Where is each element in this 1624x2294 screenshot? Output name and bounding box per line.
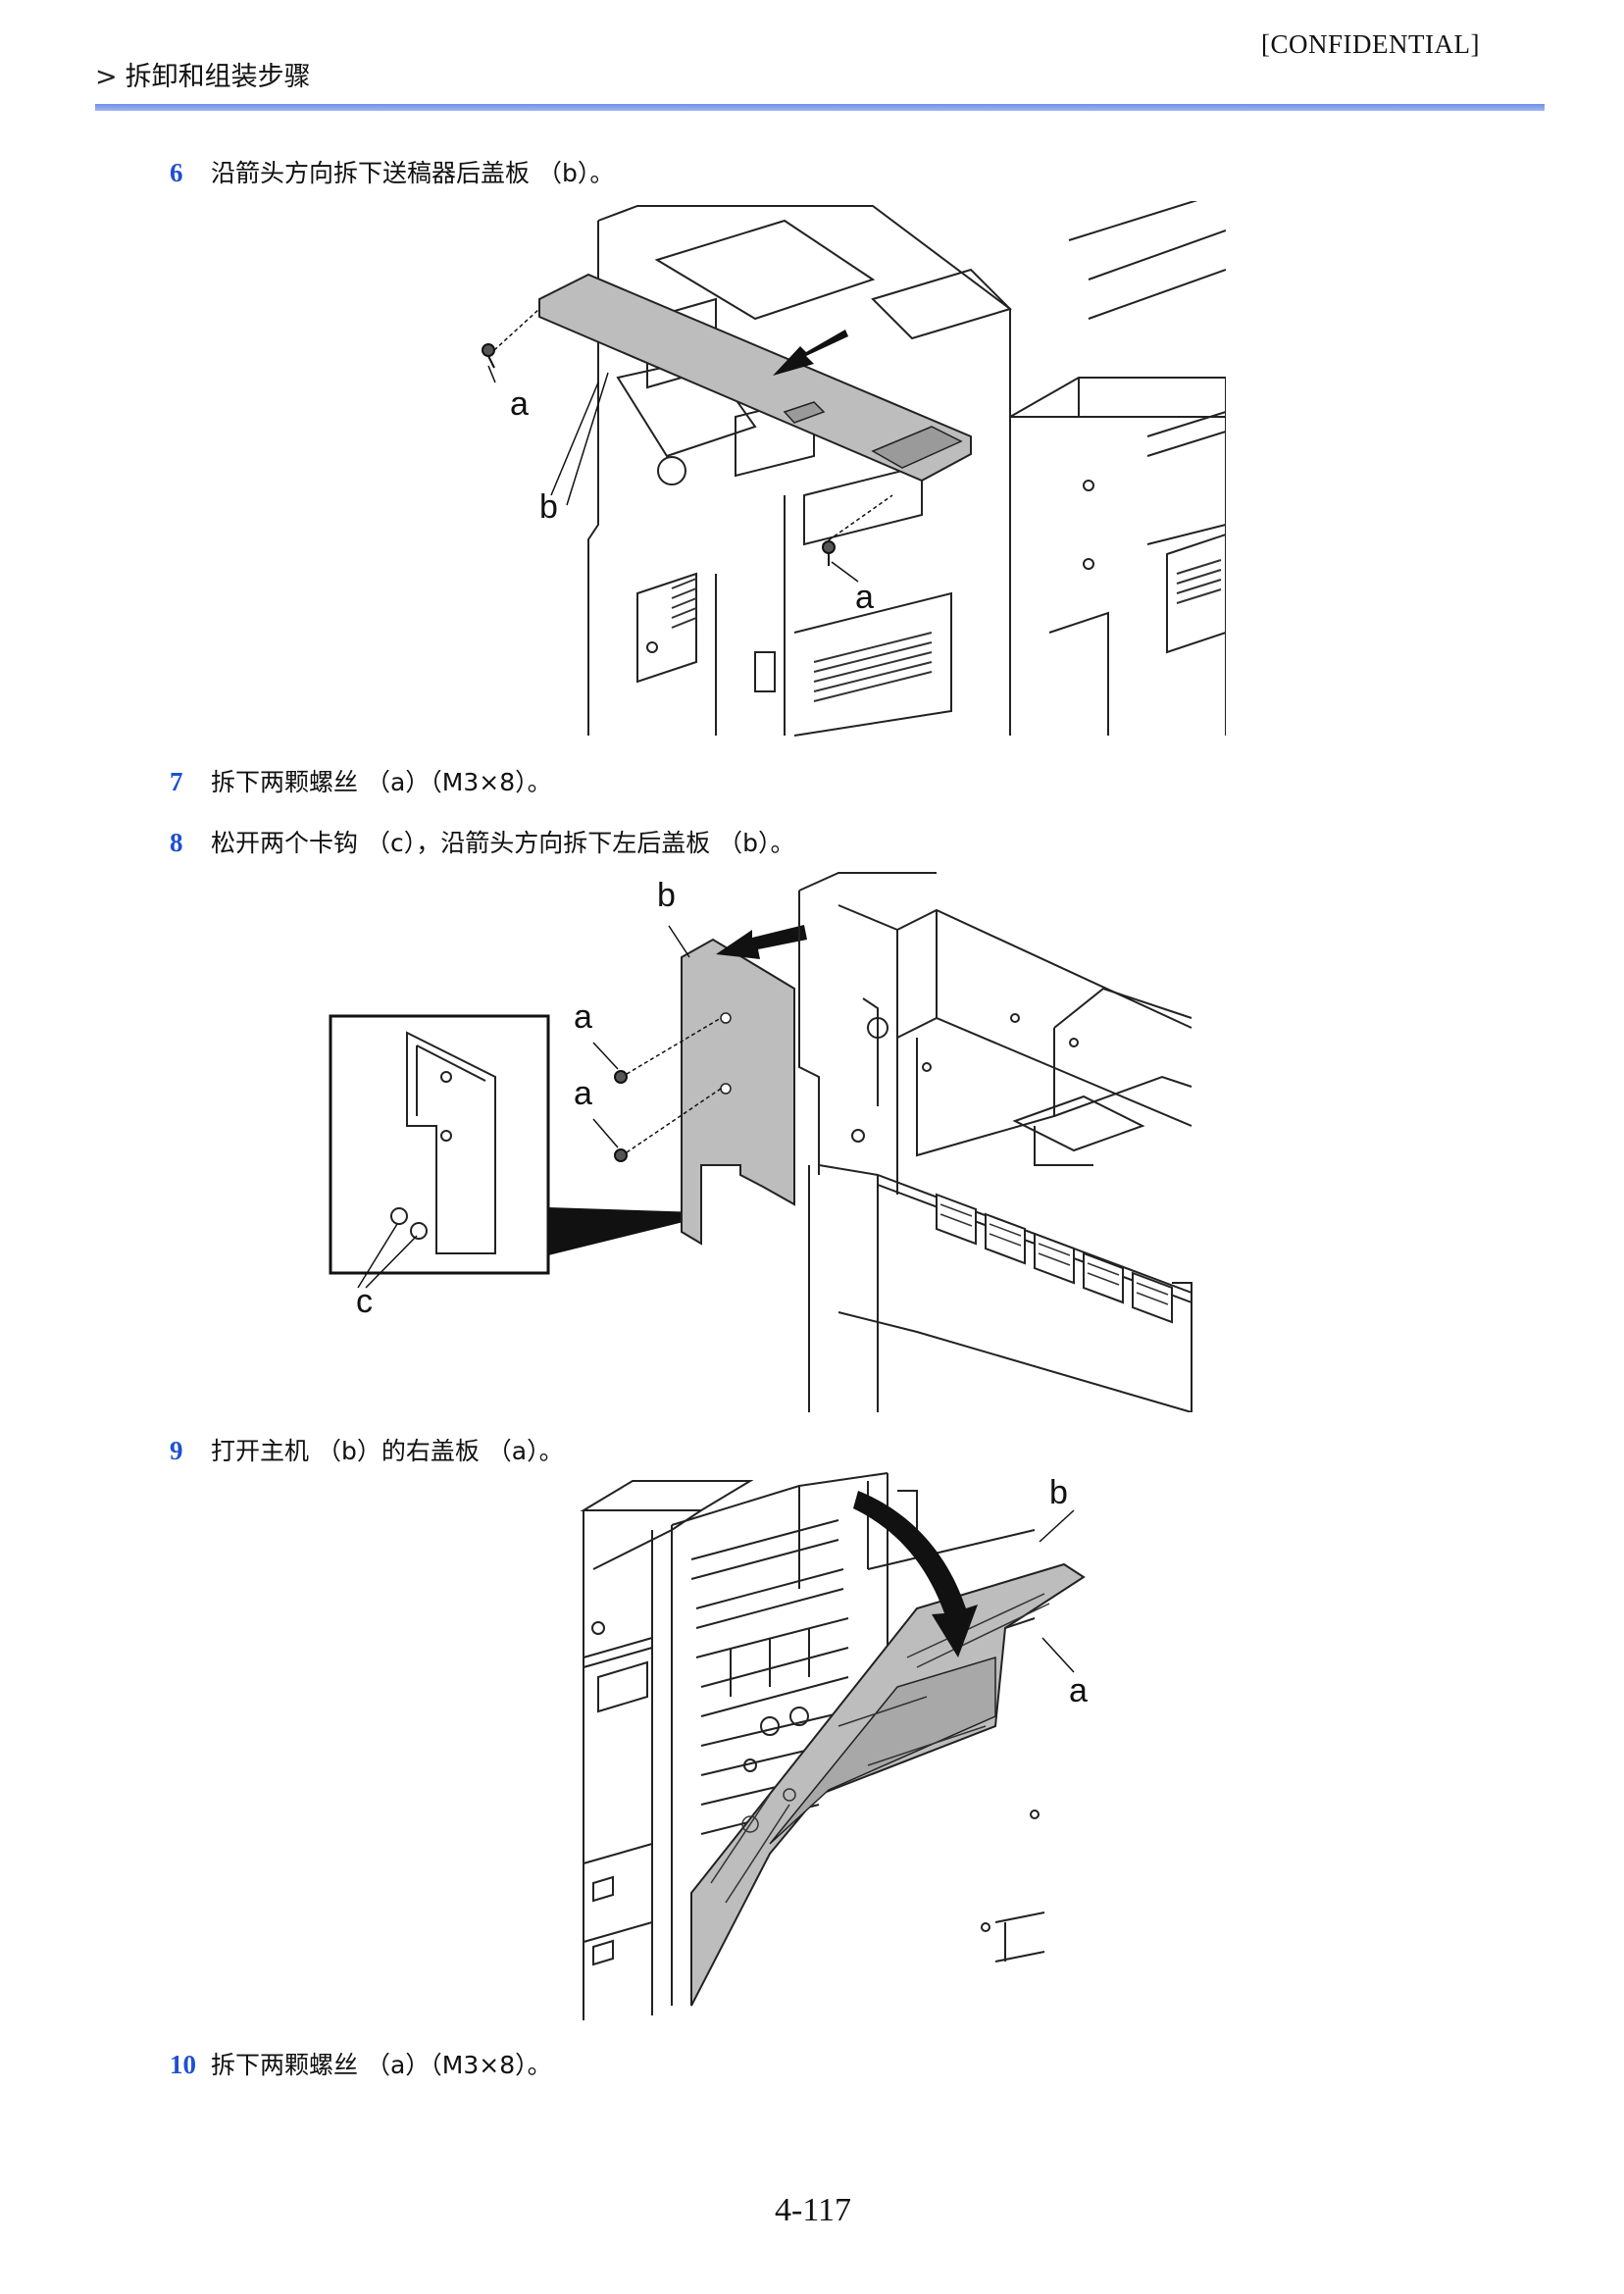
confidential-mark: [CONFIDENTIAL] (1261, 29, 1480, 59)
figure-2-drawing: c b a a (329, 872, 1193, 1412)
step-9: 9 打开主机 （b）的右盖板 （a）。 (170, 1432, 564, 1467)
step-number: 7 (170, 767, 183, 796)
step-number: 8 (170, 828, 183, 857)
label-b-cover: b (539, 488, 558, 526)
breadcrumb-arrow: > (95, 62, 118, 92)
label-a-screw-upper: a (574, 998, 592, 1036)
label-a-screw-lower: a (574, 1075, 592, 1112)
step-8: 8 松开两个卡钩 （c），沿箭头方向拆下左后盖板 （b）。 (170, 824, 795, 859)
step-7: 7 拆下两颗螺丝 （a）（M3×8）。 (170, 763, 552, 798)
step-number: 10 (170, 2050, 196, 2079)
figure-3-drawing: b a (580, 1472, 1088, 2020)
header-divider (95, 104, 1545, 111)
section-title: 拆卸和组装步骤 (125, 62, 311, 92)
label-c-hooks: c (356, 1283, 373, 1320)
step-text: 拆下两颗螺丝 （a）（M3×8）。 (211, 2051, 552, 2079)
step-text: 打开主机 （b）的右盖板 （a）。 (211, 1437, 564, 1465)
figure-feeder-rear-cover: a b a (461, 201, 1226, 740)
figure-right-cover-open: b a (574, 1471, 1182, 2020)
step-6: 6 沿箭头方向拆下送稿器后盖板 （b）。 (170, 154, 614, 189)
step-text: 拆下两颗螺丝 （a）（M3×8）。 (211, 768, 552, 796)
step-number: 9 (170, 1436, 183, 1465)
label-a-screw-left: a (510, 385, 529, 423)
label-a-right-cover: a (1069, 1672, 1088, 1709)
step-10: 10 拆下两颗螺丝 （a）（M3×8）。 (170, 2046, 552, 2081)
label-a-screw-right: a (855, 579, 874, 616)
breadcrumb: >拆卸和组装步骤 (95, 55, 311, 93)
step-text: 松开两个卡钩 （c），沿箭头方向拆下左后盖板 （b）。 (211, 829, 795, 857)
page-number: 4-117 (775, 2192, 852, 2228)
step-number: 6 (170, 158, 183, 187)
label-b-main-unit: b (1049, 1474, 1068, 1511)
step-text: 沿箭头方向拆下送稿器后盖板 （b）。 (211, 159, 615, 187)
figure-left-rear-cover: c b a a (329, 871, 1250, 1412)
label-b-panel: b (657, 877, 676, 914)
figure-1-drawing: a b a (482, 201, 1226, 737)
